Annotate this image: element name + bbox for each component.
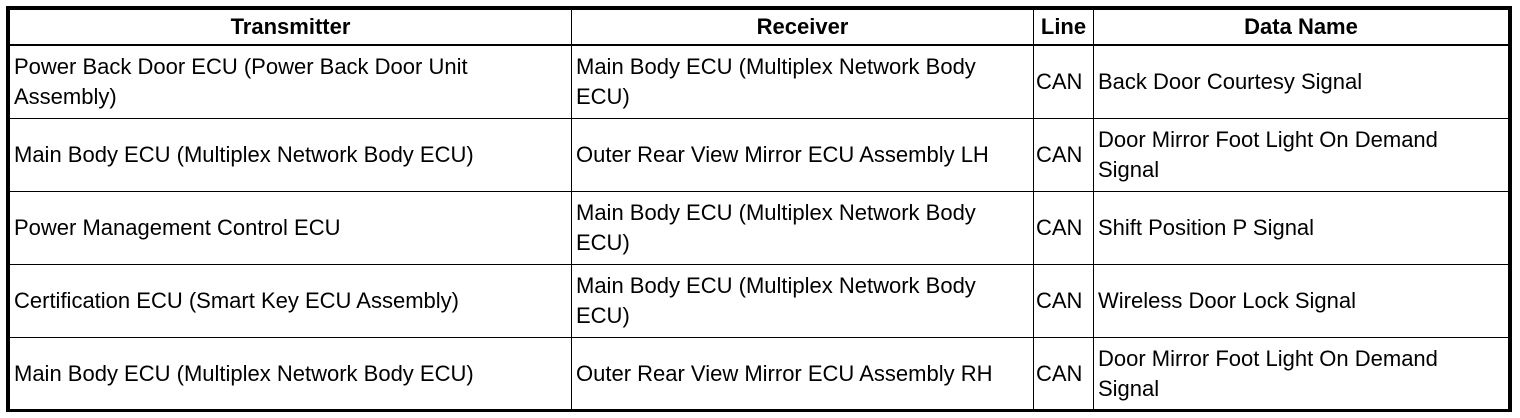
cell-receiver: Main Body ECU (Multiplex Network Body EC… — [571, 264, 1034, 338]
cell-transmitter: Main Body ECU (Multiplex Network Body EC… — [9, 118, 572, 192]
table-row: Main Body ECU (Multiplex Network Body EC… — [9, 337, 1509, 411]
cell-data-name: Wireless Door Lock Signal — [1093, 264, 1509, 338]
cell-receiver: Outer Rear View Mirror ECU Assembly LH — [571, 118, 1034, 192]
cell-transmitter: Power Management Control ECU — [9, 191, 572, 265]
can-signal-table-container: Transmitter Receiver Line Data Name Powe… — [6, 6, 1512, 412]
cell-transmitter: Certification ECU (Smart Key ECU Assembl… — [9, 264, 572, 338]
cell-receiver: Main Body ECU (Multiplex Network Body EC… — [571, 191, 1034, 265]
cell-transmitter: Main Body ECU (Multiplex Network Body EC… — [9, 337, 572, 411]
cell-data-name: Door Mirror Foot Light On Demand Signal — [1093, 337, 1509, 411]
cell-data-name: Back Door Courtesy Signal — [1093, 44, 1509, 119]
table-body: Power Back Door ECU (Power Back Door Uni… — [9, 44, 1509, 411]
table-row: Main Body ECU (Multiplex Network Body EC… — [9, 118, 1509, 192]
header-line: Line — [1033, 9, 1094, 46]
can-signal-table: Transmitter Receiver Line Data Name Powe… — [9, 9, 1509, 411]
cell-line: CAN — [1033, 264, 1094, 338]
cell-receiver: Main Body ECU (Multiplex Network Body EC… — [571, 44, 1034, 119]
cell-line: CAN — [1033, 337, 1094, 411]
table-header: Transmitter Receiver Line Data Name — [9, 9, 1509, 46]
table-row: Power Back Door ECU (Power Back Door Uni… — [9, 44, 1509, 119]
cell-line: CAN — [1033, 118, 1094, 192]
table-row: Certification ECU (Smart Key ECU Assembl… — [9, 264, 1509, 338]
cell-data-name: Shift Position P Signal — [1093, 191, 1509, 265]
header-row: Transmitter Receiver Line Data Name — [9, 9, 1509, 46]
header-data-name: Data Name — [1093, 9, 1509, 46]
cell-receiver: Outer Rear View Mirror ECU Assembly RH — [571, 337, 1034, 411]
cell-line: CAN — [1033, 191, 1094, 265]
header-receiver: Receiver — [571, 9, 1034, 46]
cell-data-name: Door Mirror Foot Light On Demand Signal — [1093, 118, 1509, 192]
cell-transmitter: Power Back Door ECU (Power Back Door Uni… — [9, 44, 572, 119]
header-transmitter: Transmitter — [9, 9, 572, 46]
cell-line: CAN — [1033, 44, 1094, 119]
table-row: Power Management Control ECU Main Body E… — [9, 191, 1509, 265]
